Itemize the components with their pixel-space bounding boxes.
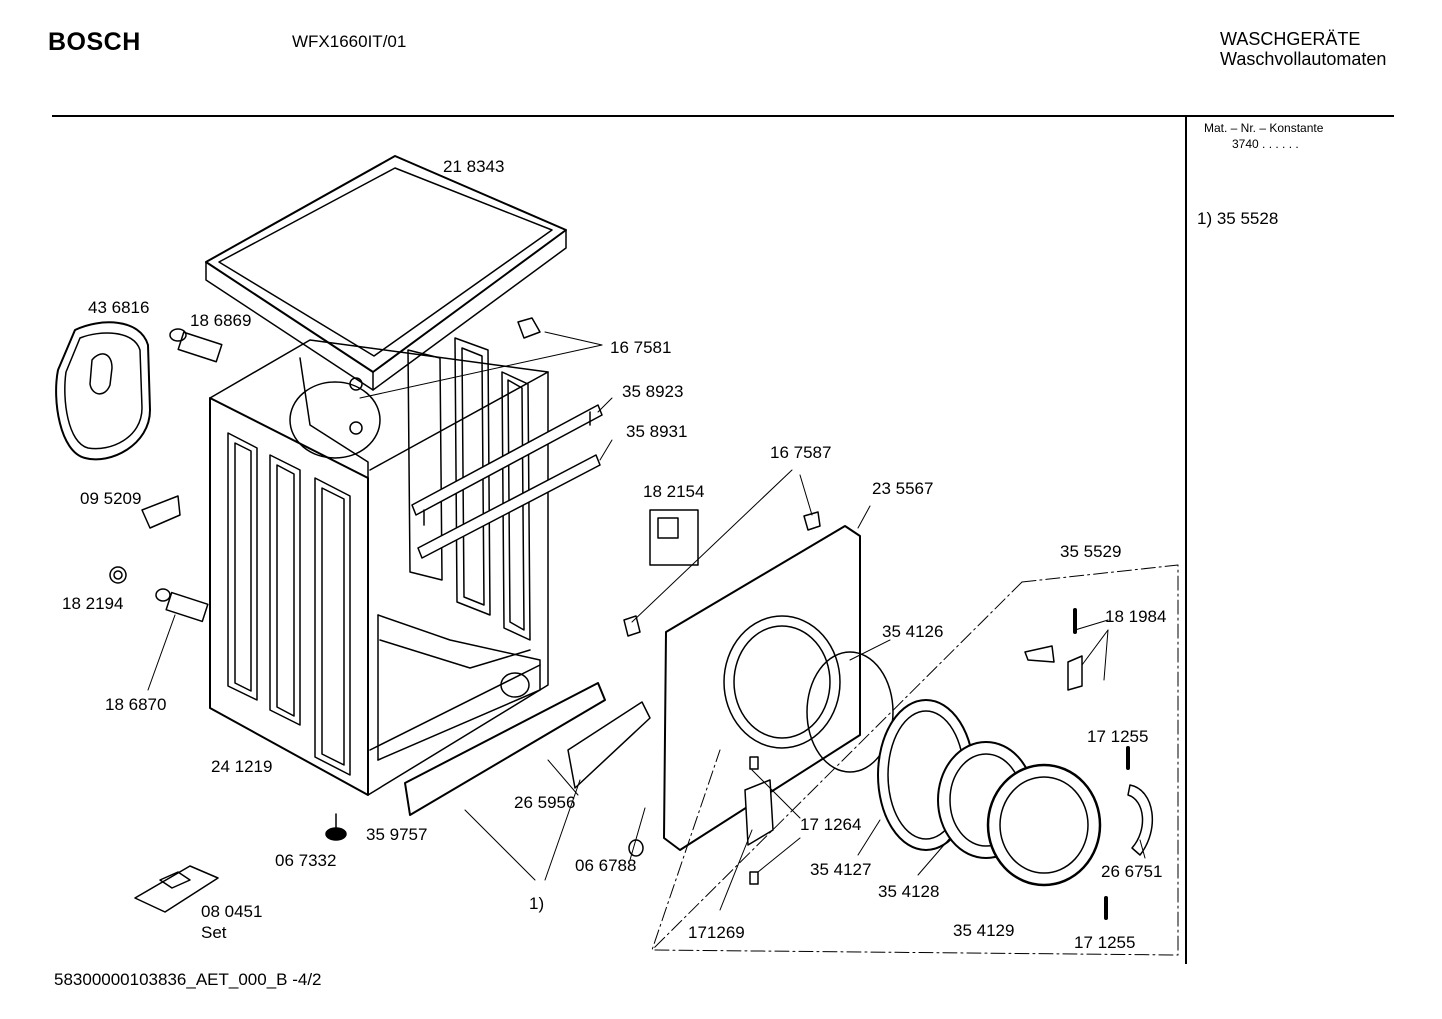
part-label: 35 4127	[810, 860, 871, 879]
part-label: 23 5567	[872, 479, 933, 498]
cross-struts	[411, 404, 603, 559]
part-label: 18 2194	[62, 594, 123, 613]
part-label: 21 8343	[443, 157, 504, 176]
door-assembly-outline	[651, 564, 1179, 956]
part-label: 35 9757	[366, 825, 427, 844]
part-label: 18 1984	[1105, 607, 1166, 626]
part-label: 171269	[688, 923, 745, 942]
part-label: 16 7587	[770, 443, 831, 462]
part-label: 17 1264	[800, 815, 861, 834]
door-assembly	[744, 645, 1154, 887]
category-title: WASCHGERÄTE	[1220, 29, 1361, 49]
pin-marks	[1073, 608, 1130, 920]
front-panel	[663, 525, 894, 851]
exploded-parts-diagram: 21 8343 43 6816 18 6869 16 7581 35 8923 …	[55, 155, 1179, 956]
top-lid	[205, 155, 567, 391]
part-label: 17 1255	[1087, 727, 1148, 746]
part-label: 35 5529	[1060, 542, 1121, 561]
part-label: 35 4128	[878, 882, 939, 901]
part-label: 06 7332	[275, 851, 336, 870]
part-label: 18 6870	[105, 695, 166, 714]
part-label: 16 7581	[610, 338, 671, 357]
part-label: 1)	[529, 894, 544, 913]
part-label: 35 8931	[626, 422, 687, 441]
part-label: 24 1219	[211, 757, 272, 776]
mat-number-label: Mat. – Nr. – Konstante	[1204, 121, 1324, 135]
part-label: 35 8923	[622, 382, 683, 401]
part-label: Set	[201, 923, 227, 942]
part-label: 09 5209	[80, 489, 141, 508]
part-label: 18 2154	[643, 482, 704, 501]
rear-cover	[55, 321, 151, 461]
header-divider	[52, 115, 1394, 117]
mat-number-value: 3740 . . . . . .	[1232, 137, 1299, 151]
small-hardware	[109, 317, 821, 913]
category-subtitle: Waschvollautomaten	[1220, 49, 1387, 69]
front-lower-panels	[404, 682, 651, 816]
part-label: 18 6869	[190, 311, 251, 330]
brand-logo: BOSCH	[48, 28, 141, 56]
footnote: 1) 35 5528	[1197, 209, 1279, 228]
part-label: 35 4129	[953, 921, 1014, 940]
part-label: 26 5956	[514, 793, 575, 812]
part-label: 43 6816	[88, 298, 149, 317]
part-label: 08 0451	[201, 902, 262, 921]
part-label: 06 6788	[575, 856, 636, 875]
part-label: 17 1255	[1074, 933, 1135, 952]
part-label: 35 4126	[882, 622, 943, 641]
cabinet-body	[209, 337, 549, 796]
part-label: 26 6751	[1101, 862, 1162, 881]
part-labels: 21 8343 43 6816 18 6869 16 7581 35 8923 …	[62, 157, 1166, 952]
sidebar-divider	[1185, 116, 1187, 964]
model-number: WFX1660IT/01	[292, 32, 407, 51]
leader-lines	[147, 331, 1146, 911]
document-id: 58300000103836_AET_000_B -4/2	[54, 970, 322, 989]
